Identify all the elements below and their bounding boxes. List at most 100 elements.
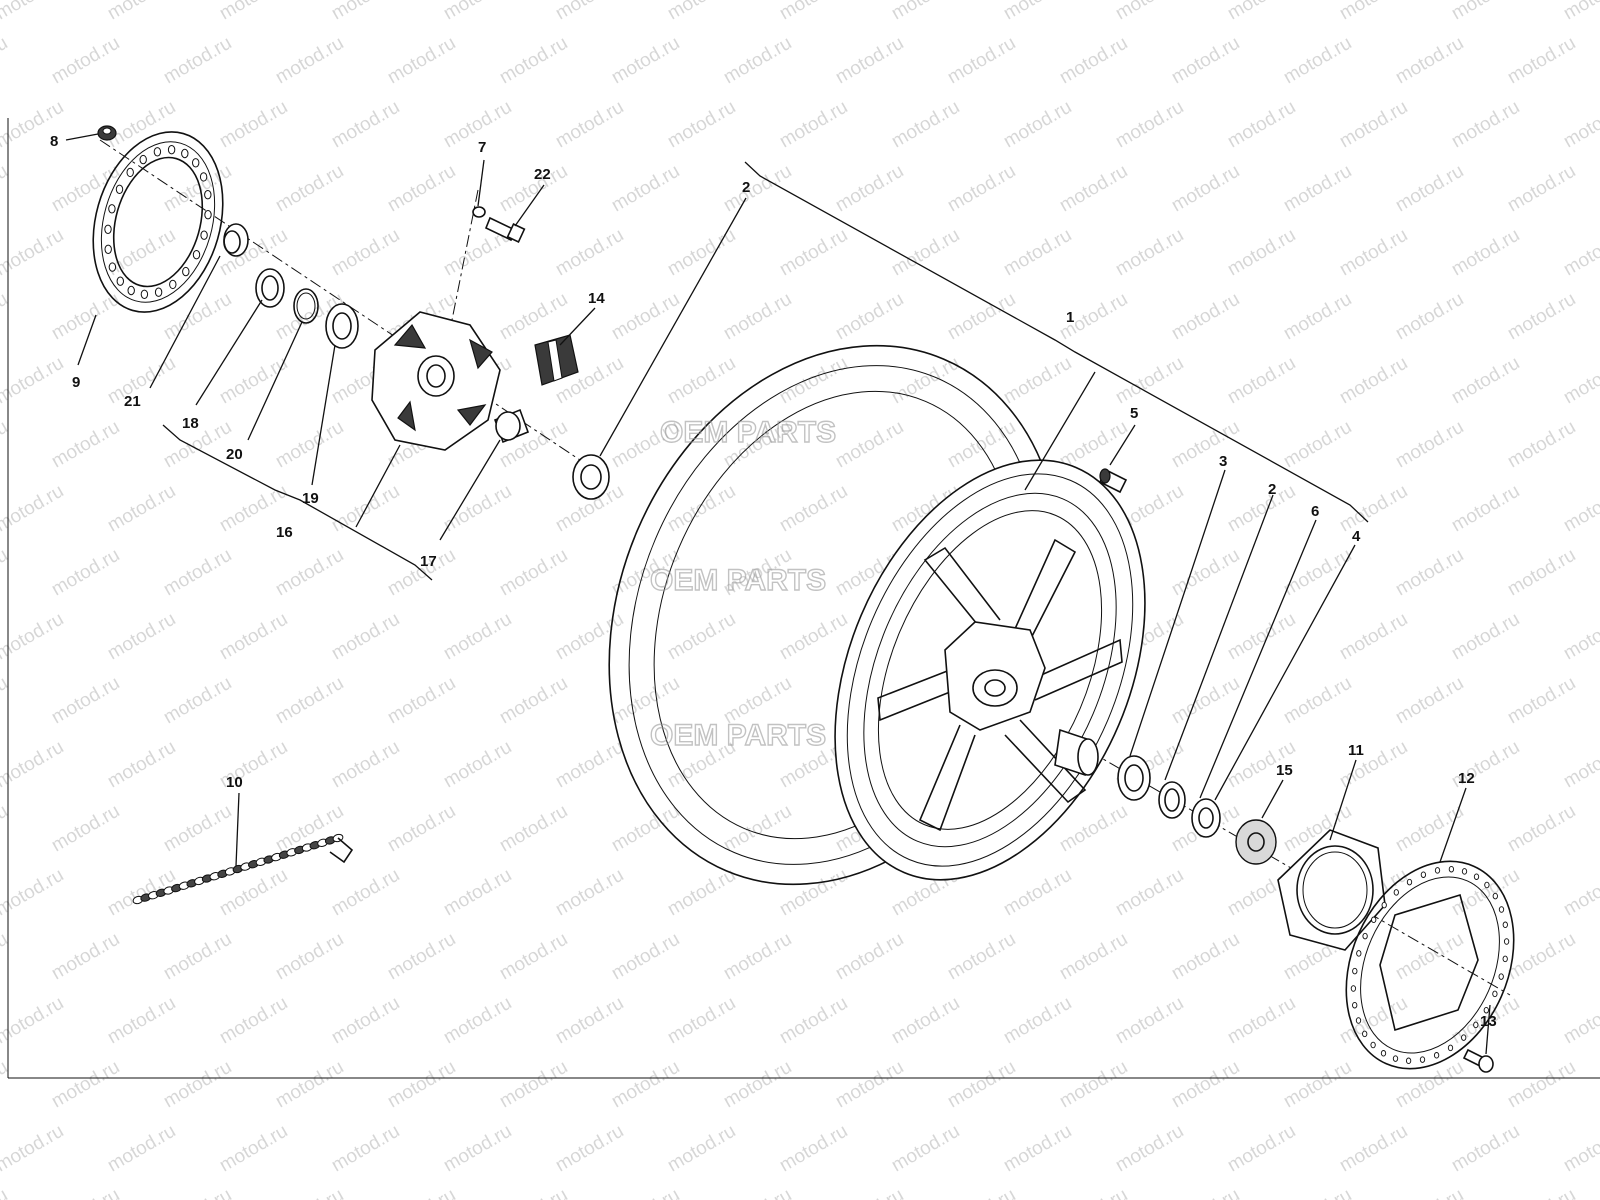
site-watermark: motod.ru xyxy=(160,545,235,601)
site-watermark: motod.ru xyxy=(1000,225,1075,281)
site-watermark: motod.ru xyxy=(0,993,67,1049)
site-watermark: motod.ru xyxy=(216,993,291,1049)
site-watermark: motod.ru xyxy=(0,289,11,345)
callout-2-left: 2 xyxy=(742,179,750,196)
site-watermark: motod.ru xyxy=(1168,1057,1243,1113)
site-watermark: motod.ru xyxy=(1112,225,1187,281)
site-watermark: motod.ru xyxy=(832,289,907,345)
site-watermark: motod.ru xyxy=(1280,161,1355,217)
site-watermark: motod.ru xyxy=(1504,289,1579,345)
site-watermark: motod.ru xyxy=(1168,929,1243,985)
site-watermark: motod.ru xyxy=(48,929,123,985)
brake-disc-hole xyxy=(1473,873,1480,880)
site-watermark: motod.ru xyxy=(0,353,67,409)
site-watermark: motod.ru xyxy=(440,737,515,793)
site-watermark: motod.ru xyxy=(888,0,963,24)
site-watermark: motod.ru xyxy=(720,1185,795,1200)
site-watermark: motod.ru xyxy=(664,1121,739,1177)
brake-disc-hole xyxy=(1434,867,1441,874)
callout-21: 21 xyxy=(124,393,141,410)
callout-12: 12 xyxy=(1458,770,1475,787)
site-watermark: motod.ru xyxy=(1392,161,1467,217)
site-watermark: motod.ru xyxy=(1280,289,1355,345)
sprocket-bolt-holes xyxy=(104,145,212,299)
frame-lines xyxy=(7,118,1600,1079)
site-watermark: motod.ru xyxy=(1392,673,1467,729)
callout-2-right: 2 xyxy=(1268,481,1276,498)
brake-disc-hole xyxy=(1392,1055,1399,1062)
site-watermark: motod.ru xyxy=(776,0,851,24)
site-watermark: motod.ru xyxy=(1448,97,1523,153)
brake-disc-hole xyxy=(1498,906,1505,913)
brake-disc-hole xyxy=(1355,1017,1362,1024)
sprocket-hole xyxy=(108,204,116,214)
site-watermark: motod.ru xyxy=(1560,865,1600,921)
site-watermark: motod.ru xyxy=(944,33,1019,89)
site-watermark: motod.ru xyxy=(328,1121,403,1177)
site-watermark: motod.ru xyxy=(1000,993,1075,1049)
site-watermark: motod.ru xyxy=(48,801,123,857)
site-watermark: motod.ru xyxy=(1504,545,1579,601)
site-watermark: motod.ru xyxy=(1168,289,1243,345)
callout-17: 17 xyxy=(420,553,437,570)
site-watermark: motod.ru xyxy=(440,0,515,24)
site-watermark: motod.ru xyxy=(440,865,515,921)
brake-disc-hole xyxy=(1380,1050,1387,1057)
brake-disc-hole xyxy=(1356,950,1362,957)
brake-disc-hole xyxy=(1433,1052,1440,1059)
site-watermark: motod.ru xyxy=(440,609,515,665)
site-watermark: motod.ru xyxy=(608,161,683,217)
brake-disc-hole xyxy=(1448,865,1455,873)
callout-10: 10 xyxy=(226,774,243,791)
site-watermark: motod.ru xyxy=(552,609,627,665)
site-watermark: motod.ru xyxy=(216,353,291,409)
site-watermark: motod.ru xyxy=(888,993,963,1049)
wheel-bearing-left xyxy=(572,454,610,500)
site-watermark: motod.ru xyxy=(384,673,459,729)
brand-watermark-1: OEM PARTS xyxy=(660,416,836,449)
callout-4: 4 xyxy=(1352,528,1361,545)
site-watermark: motod.ru xyxy=(216,1121,291,1177)
brake-disc-holes xyxy=(1350,865,1510,1065)
site-watermark: motod.ru xyxy=(0,609,67,665)
site-watermark: motod.ru xyxy=(664,993,739,1049)
brake-disc-hole xyxy=(1498,973,1504,980)
site-watermark: motod.ru xyxy=(160,929,235,985)
callout-16: 16 xyxy=(276,524,293,541)
site-watermark: motod.ru xyxy=(720,161,795,217)
site-watermark: motod.ru xyxy=(0,929,11,985)
site-watermark: motod.ru xyxy=(944,1185,1019,1200)
site-watermark: motod.ru xyxy=(1112,865,1187,921)
site-watermark: motod.ru xyxy=(384,801,459,857)
site-watermark: motod.ru xyxy=(664,609,739,665)
site-watermark: motod.ru xyxy=(1392,545,1467,601)
site-watermark: motod.ru xyxy=(272,1185,347,1200)
site-watermark: motod.ru xyxy=(1560,353,1600,409)
site-watermark: motod.ru xyxy=(0,1057,11,1113)
site-watermark: motod.ru xyxy=(328,737,403,793)
site-watermark: motod.ru xyxy=(104,609,179,665)
site-watermark: motod.ru xyxy=(0,545,11,601)
site-watermark: motod.ru xyxy=(160,1185,235,1200)
site-watermark: motod.ru xyxy=(440,481,515,537)
site-watermark: motod.ru xyxy=(776,609,851,665)
site-watermark: motod.ru xyxy=(1000,865,1075,921)
site-watermark: motod.ru xyxy=(608,801,683,857)
site-watermark: motod.ru xyxy=(1560,481,1600,537)
site-watermark: motod.ru xyxy=(1392,289,1467,345)
site-watermark: motod.ru xyxy=(552,737,627,793)
site-watermark: motod.ru xyxy=(1056,33,1131,89)
site-watermark: motod.ru xyxy=(48,545,123,601)
site-watermark: motod.ru xyxy=(720,1057,795,1113)
site-watermark: motod.ru xyxy=(1392,801,1467,857)
site-watermark: motod.ru xyxy=(664,481,739,537)
site-watermark: motod.ru xyxy=(496,801,571,857)
site-watermark: motod.ru xyxy=(944,289,1019,345)
site-watermark: motod.ru xyxy=(384,1185,459,1200)
site-watermark: motod.ru xyxy=(1504,801,1579,857)
site-watermark: motod.ru xyxy=(384,1057,459,1113)
site-watermark: motod.ru xyxy=(440,1121,515,1177)
site-watermark: motod.ru xyxy=(776,353,851,409)
